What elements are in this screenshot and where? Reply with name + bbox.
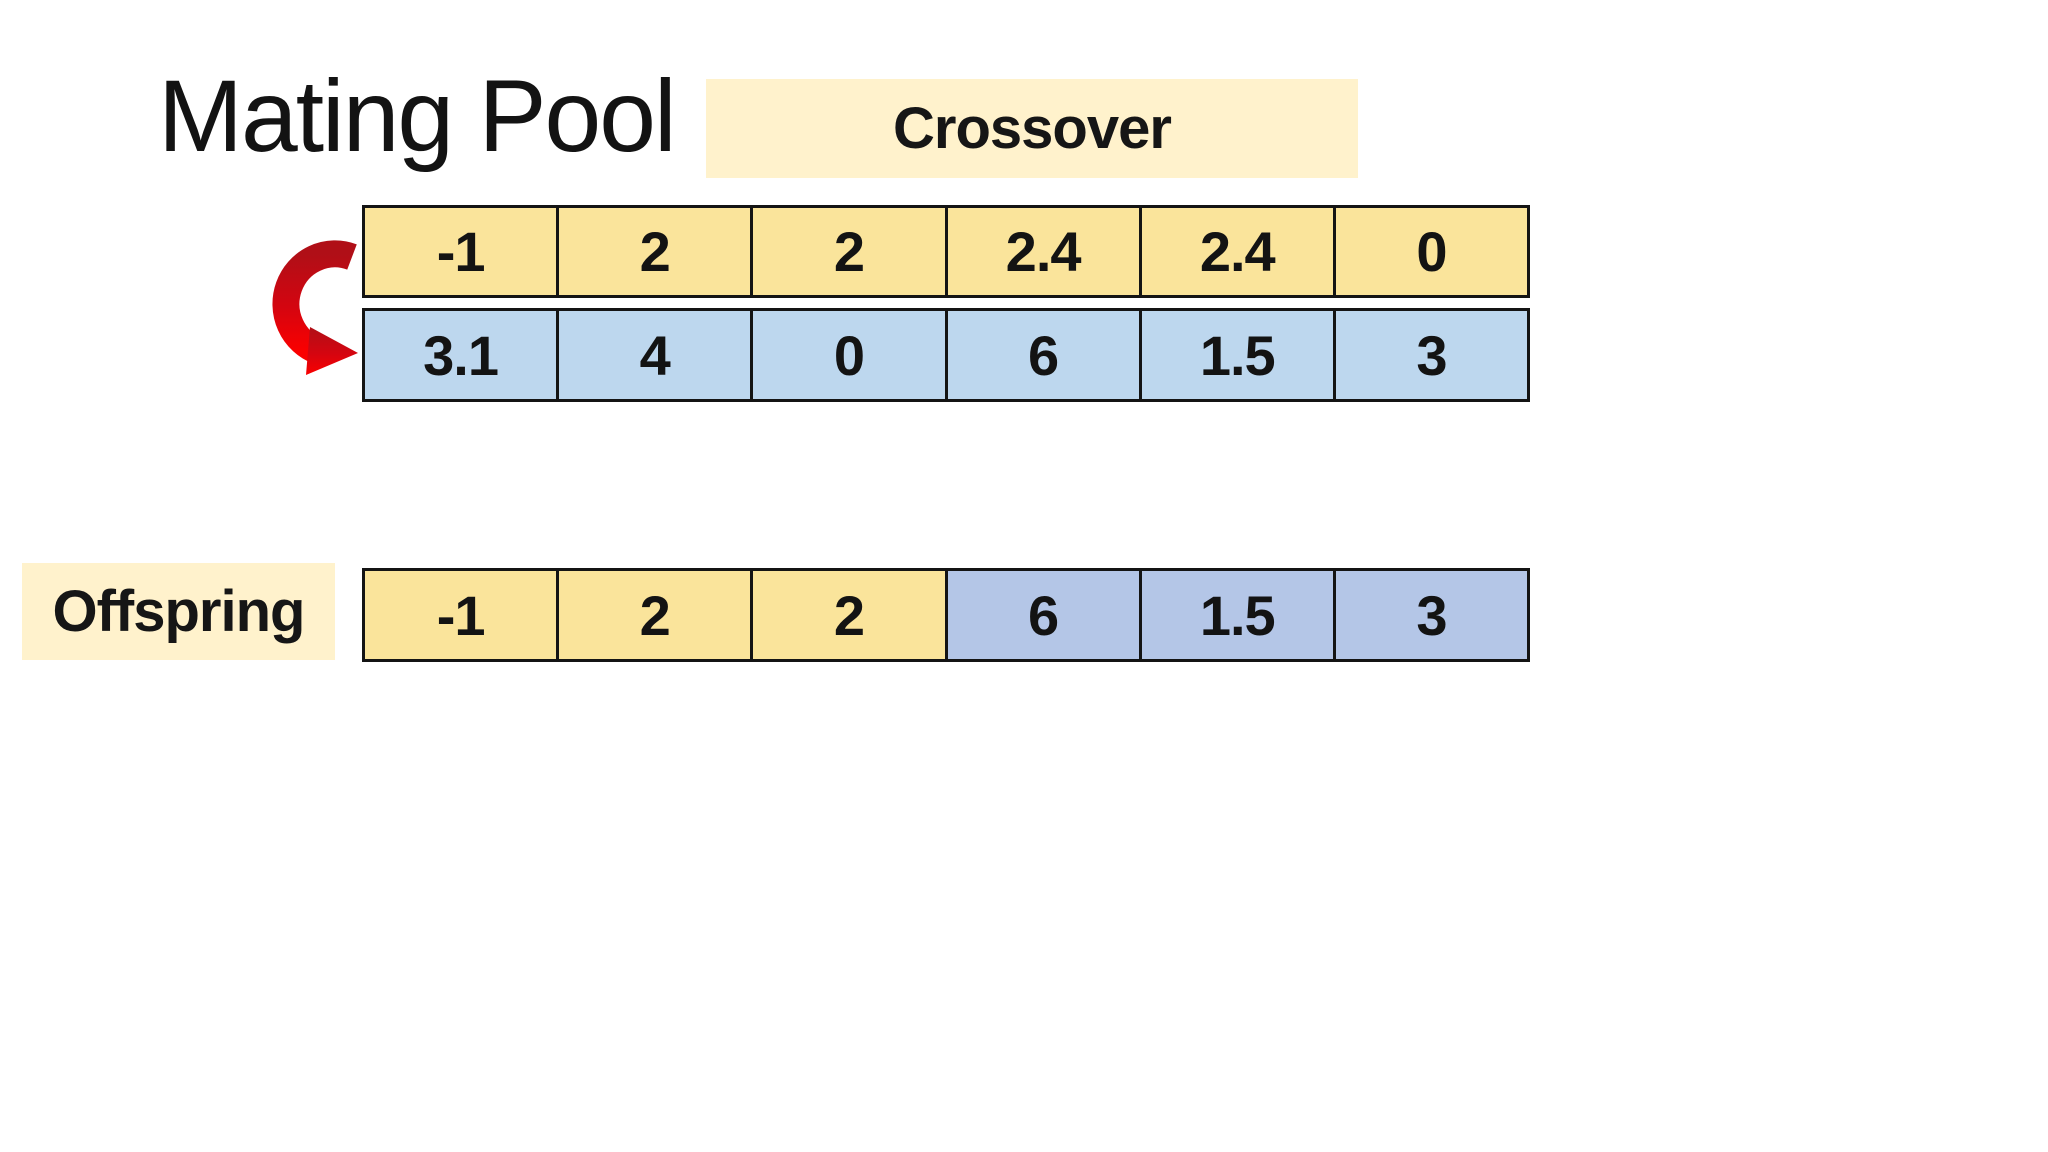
- page-title: Mating Pool: [158, 59, 677, 173]
- crossover-label-box: Crossover: [706, 79, 1358, 178]
- crossover-label: Crossover: [893, 96, 1172, 161]
- gene-cell: 2.4: [944, 208, 1139, 295]
- offspring-label-box: Offspring: [22, 563, 335, 660]
- gene-cell: 3: [1332, 311, 1528, 399]
- gene-cell: 2: [556, 571, 751, 659]
- gene-cell: -1: [365, 208, 557, 295]
- gene-cell: -1: [365, 571, 557, 659]
- parent-b-row: 3.1 4 0 6 1.5 3: [362, 308, 1530, 402]
- gene-cell: 0: [1332, 208, 1528, 295]
- gene-cell: 2: [556, 208, 751, 295]
- crossover-swap-arrow-icon: [272, 240, 358, 375]
- gene-cell: 4: [556, 311, 751, 399]
- parent-a-row: -1 2 2 2.4 2.4 0: [362, 205, 1530, 298]
- offspring-row: -1 2 2 6 1.5 3: [362, 568, 1530, 662]
- gene-cell: 3: [1332, 571, 1528, 659]
- gene-cell: 6: [944, 571, 1139, 659]
- gene-cell: 2: [750, 208, 945, 295]
- gene-cell: 0: [750, 311, 945, 399]
- offspring-label: Offspring: [52, 579, 306, 644]
- gene-cell: 2: [750, 571, 945, 659]
- gene-cell: 6: [944, 311, 1139, 399]
- gene-cell: 2.4: [1138, 208, 1333, 295]
- gene-cell: 1.5: [1138, 311, 1333, 399]
- gene-cell: 3.1: [365, 311, 557, 399]
- gene-cell: 1.5: [1138, 571, 1333, 659]
